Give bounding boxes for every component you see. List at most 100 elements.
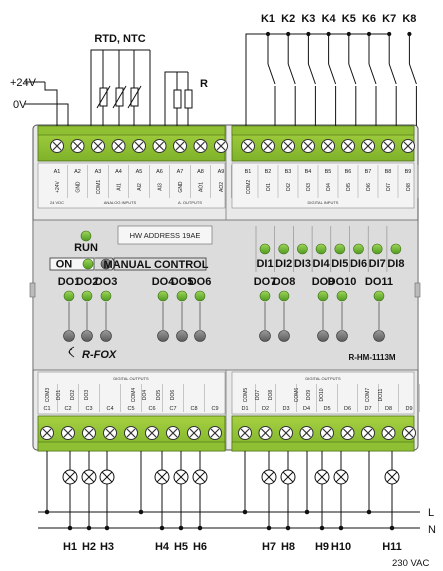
do-led — [157, 290, 169, 302]
terminal-label-c: C5 — [127, 406, 134, 412]
upper-right-screw[interactable] — [361, 139, 375, 153]
relay-contact — [307, 63, 316, 85]
relay-label: K2 — [281, 13, 295, 25]
lower-right-screw[interactable] — [381, 426, 396, 440]
do-manual-button[interactable] — [317, 330, 329, 342]
di-led — [278, 243, 290, 255]
upper-left-terminal-block — [37, 125, 226, 162]
do-manual-button[interactable] — [259, 330, 271, 342]
upper-left-screw[interactable] — [111, 139, 126, 153]
group-label-analog-outputs: A. OUTPUTS — [178, 200, 202, 205]
lower-left-screw[interactable] — [61, 426, 75, 440]
manual-control-button[interactable] — [100, 258, 112, 270]
lower-right-screw[interactable] — [340, 426, 355, 440]
lower-right-screw[interactable] — [258, 426, 273, 440]
upper-right-screw[interactable] — [281, 139, 295, 153]
lower-right-screw[interactable] — [361, 426, 375, 440]
resistor-2 — [184, 89, 193, 109]
upper-right-screw[interactable] — [381, 139, 395, 153]
do-led — [176, 290, 188, 302]
lower-left-screw[interactable] — [187, 426, 201, 440]
di-led — [315, 243, 327, 255]
hw-address-label: HW ADDRESS 19AE — [130, 231, 201, 240]
lower-left-screw[interactable] — [82, 426, 96, 440]
upper-left-screw[interactable] — [91, 139, 105, 153]
lower-right-screw[interactable] — [238, 426, 252, 440]
terminal-function-a: AI3 — [158, 183, 164, 191]
lower-right-screw[interactable] — [299, 426, 314, 440]
upper-left-screw[interactable] — [70, 139, 85, 153]
load-label: H1 — [63, 541, 77, 553]
upper-right-screw[interactable] — [341, 139, 355, 153]
lower-left-screw[interactable] — [103, 426, 117, 440]
load-lamp-icon — [384, 469, 400, 485]
di-led-label: DI3 — [294, 258, 311, 270]
do-led-label: DO11 — [365, 276, 393, 288]
do-manual-button[interactable] — [278, 330, 290, 342]
terminal-function-c: DO4 — [142, 390, 148, 401]
upper-left-screw[interactable] — [132, 139, 146, 153]
di-led-label: DI7 — [369, 258, 386, 270]
terminal-label-d: D5 — [323, 406, 330, 412]
load-lamp-icon — [154, 469, 170, 485]
left-clip — [29, 282, 36, 298]
di-led-label: DI4 — [313, 258, 331, 270]
lower-left-screw[interactable] — [166, 426, 180, 440]
relay-label: K3 — [301, 13, 315, 25]
terminal-function-c: DO2 — [70, 390, 76, 401]
do-manual-button[interactable] — [157, 330, 169, 342]
upper-right-screw[interactable] — [301, 139, 315, 153]
relay-label: K1 — [261, 13, 275, 25]
terminal-label-d: D9 — [405, 406, 412, 412]
do-manual-button[interactable] — [373, 330, 385, 342]
do-manual-button[interactable] — [336, 330, 348, 342]
terminal-label-a: A6 — [156, 169, 163, 175]
lower-right-screw[interactable] — [279, 426, 293, 440]
upper-left-screw[interactable] — [152, 139, 167, 153]
terminal-label-c: C4 — [106, 406, 113, 412]
upper-right-screw[interactable] — [261, 139, 275, 153]
terminal-label-d: D1 — [241, 406, 248, 412]
terminal-function-c: DO5 — [156, 390, 162, 401]
hw-address-box — [117, 225, 213, 245]
do-led — [373, 290, 385, 302]
group-label-digital-outputs-right: DIGITAL OUTPUTS — [305, 376, 341, 381]
terminal-label-d: D8 — [385, 406, 392, 412]
upper-right-screw[interactable] — [241, 139, 255, 153]
upper-left-screw[interactable] — [214, 139, 228, 153]
lower-right-screw[interactable] — [320, 426, 334, 440]
do-manual-button[interactable] — [63, 330, 75, 342]
upper-right-screw[interactable] — [401, 139, 415, 153]
do-led — [63, 290, 75, 302]
on-box — [49, 257, 95, 271]
di-led-label: DI8 — [387, 258, 404, 270]
upper-left-label-panel — [37, 162, 226, 209]
upper-right-screw[interactable] — [321, 139, 335, 153]
terminal-function-a: GND — [178, 181, 184, 193]
do-led-label: DO10 — [328, 276, 357, 288]
lower-left-screw[interactable] — [40, 426, 54, 440]
upper-left-screw[interactable] — [193, 139, 208, 153]
do-led-label: DO6 — [189, 276, 212, 288]
do-manual-button[interactable] — [176, 330, 188, 342]
load-label: H4 — [155, 541, 170, 553]
upper-left-screw[interactable] — [173, 139, 187, 153]
do-manual-button[interactable] — [100, 330, 112, 342]
di-led — [297, 243, 308, 255]
terminal-label-b: B4 — [305, 169, 312, 175]
upper-left-screw[interactable] — [50, 139, 64, 153]
terminal-function-c: COM3 — [45, 388, 51, 403]
on-label: ON — [56, 259, 73, 271]
lower-left-screw[interactable] — [208, 426, 222, 440]
relay-contact — [408, 63, 417, 85]
lower-left-screw[interactable] — [145, 426, 159, 440]
terminal-function-b: DI1 — [266, 183, 272, 191]
terminal-label-b: B2 — [265, 169, 272, 175]
group-label-analog-inputs: ANALOG INPUTS — [104, 200, 137, 205]
lower-left-screw[interactable] — [124, 426, 138, 440]
do-manual-button[interactable] — [81, 330, 93, 342]
lower-right-screw[interactable] — [402, 426, 416, 440]
terminal-function-b: COM2 — [246, 180, 252, 195]
do-manual-button[interactable] — [194, 330, 206, 342]
